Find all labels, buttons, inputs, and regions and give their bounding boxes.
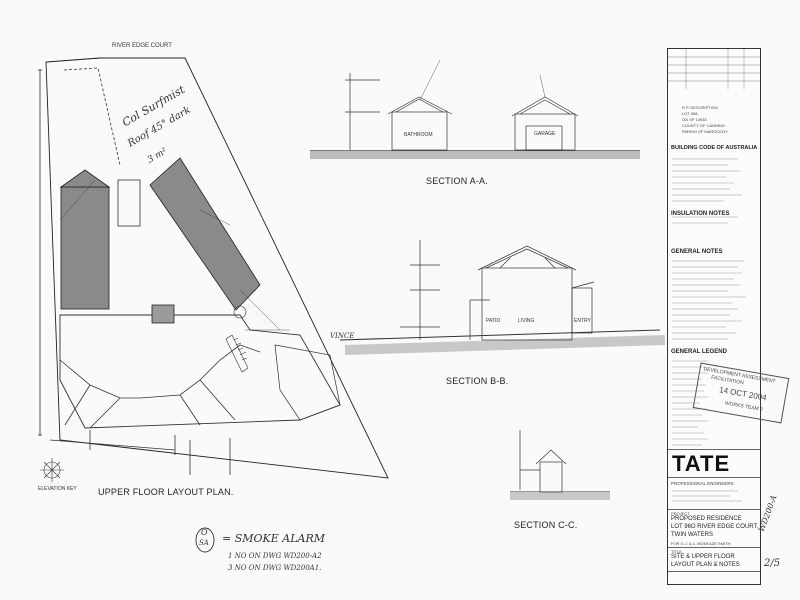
garage-label: GARAGE (534, 131, 556, 137)
smoke-symbol-top: O (201, 528, 208, 537)
title-line-1: SITE & UPPER FLOOR (671, 554, 735, 560)
general-legend-heading: GENERAL LEGEND (671, 349, 727, 355)
company-logo: TATE (672, 451, 731, 476)
stair (225, 334, 249, 373)
vince-label: VINCE (330, 332, 355, 340)
smoke-alarm-label: = SMOKE ALARM (222, 532, 326, 545)
project-line-4: FOR G.J. & L. MOSKAZE SMITH. (671, 541, 732, 546)
page-mark: 2/5 (764, 558, 781, 569)
title-label: TITLE (671, 549, 682, 554)
smoke-note-1: 1 NO ON DWG WD200-A2 (228, 552, 322, 560)
smoke-alarm-symbol (195, 527, 215, 553)
rp-desc-5: PARISH OF MAROOCHY (682, 129, 728, 134)
section-a-a (310, 59, 640, 159)
general-notes-heading: GENERAL NOTES (671, 249, 723, 255)
title-block: R.P. DESCRIPTION LOT 958 ON SP 14938 COU… (667, 48, 761, 585)
roof-left (60, 186, 110, 310)
bathroom-label: BATHROOM (404, 132, 433, 138)
bca-heading: BUILDING CODE OF AUSTRALIA (671, 145, 758, 151)
entry-label: ENTRY (574, 318, 591, 324)
smoke-note-2: 3 NO ON DWG WD200A1. (228, 564, 322, 572)
living-label: LIVING (518, 318, 535, 324)
rp-desc-1: R.P. DESCRIPTION (682, 105, 718, 110)
section-a-a-title: SECTION A-A. (426, 176, 488, 186)
project-line-2: LOT 96O RIVER EDGE COURT, (671, 524, 759, 530)
project-line-1: PROPOSED RESIDENCE (671, 516, 742, 522)
section-c-c-title: SECTION C-C. (514, 520, 578, 530)
roof-diagonal (149, 157, 261, 311)
elevation-key-label: ELEVATION KEY (38, 486, 77, 492)
project-line-3: TWIN WATERS (671, 532, 713, 538)
ground-floor-outline (59, 314, 341, 429)
upper-floor-plan-title: UPPER FLOOR LAYOUT PLAN. (98, 487, 234, 497)
insulation-heading: INSULATION NOTES (671, 211, 730, 217)
river-edge-court-label: RIVER EDGE COURT (112, 43, 172, 49)
patio-label: PATIO (486, 318, 501, 324)
stamp-line-3: WORKS TEAM 2 (724, 400, 764, 413)
elevation-key (40, 458, 64, 482)
section-c-c (510, 430, 610, 500)
project-label: PROJECT (671, 511, 690, 516)
rp-desc-2: LOT 958 (682, 111, 698, 116)
rp-desc-3: ON SP 14938 (682, 117, 707, 122)
smoke-symbol-bottom: SA (199, 539, 209, 547)
title-line-2: LAYOUT PLAN & NOTES (671, 562, 740, 568)
section-b-b (339, 240, 666, 356)
company-sub: PROFESSIONAL ENGINEERS (671, 481, 734, 486)
section-b-b-title: SECTION B-B. (446, 376, 509, 386)
rp-desc-4: COUNTY OF CANNING (682, 123, 726, 128)
